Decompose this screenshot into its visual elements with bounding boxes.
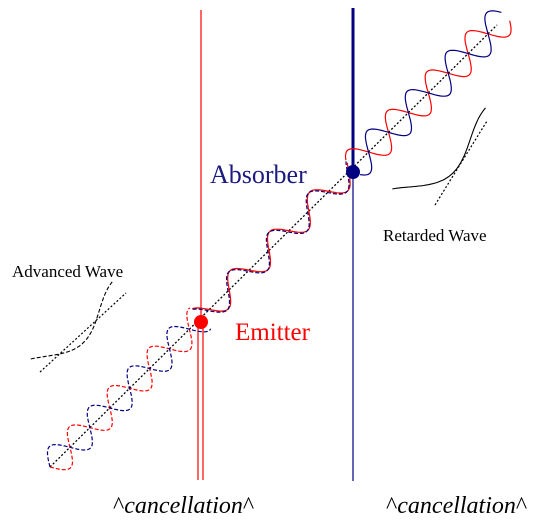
retarded-wave-label: Retarded Wave [383,226,487,245]
absorber-label: Absorber [210,160,307,189]
advanced-wave-curve [30,281,113,360]
advanced-wave-red [49,307,193,471]
emitter-dot [194,315,208,329]
advanced-wave-navy-inner [192,161,350,313]
cancellation-left-caret-open: ^ [113,493,124,519]
cancellation-left-caret-close: ^ [243,493,254,519]
advanced-wave-label: Advanced Wave [12,262,123,281]
advanced-wave-inset [30,281,127,373]
retarded-wave-red-inner [191,162,351,312]
retarded-wave-curve [392,107,486,190]
cancellation-left-word: cancellation [124,493,243,519]
cancellation-label-left: ^cancellation^ [113,493,254,519]
retarded-wave-inset [392,107,488,206]
retarded-wave-red-outer [344,20,512,161]
light-path-diagonal [49,24,498,468]
cancellation-right-caret-open: ^ [386,493,397,519]
advanced-wave-navy [46,325,212,468]
cancellation-right-caret-close: ^ [516,493,527,519]
absorber-dot [346,165,360,179]
emitter-label: Emitter [235,319,311,346]
advanced-wave-axis [39,292,127,373]
cancellation-label-right: ^cancellation^ [386,493,527,519]
emitter-worldline [197,10,204,480]
wave-group [46,10,512,471]
retarded-wave-navy-outer [360,10,502,176]
cancellation-right-word: cancellation [397,493,516,519]
